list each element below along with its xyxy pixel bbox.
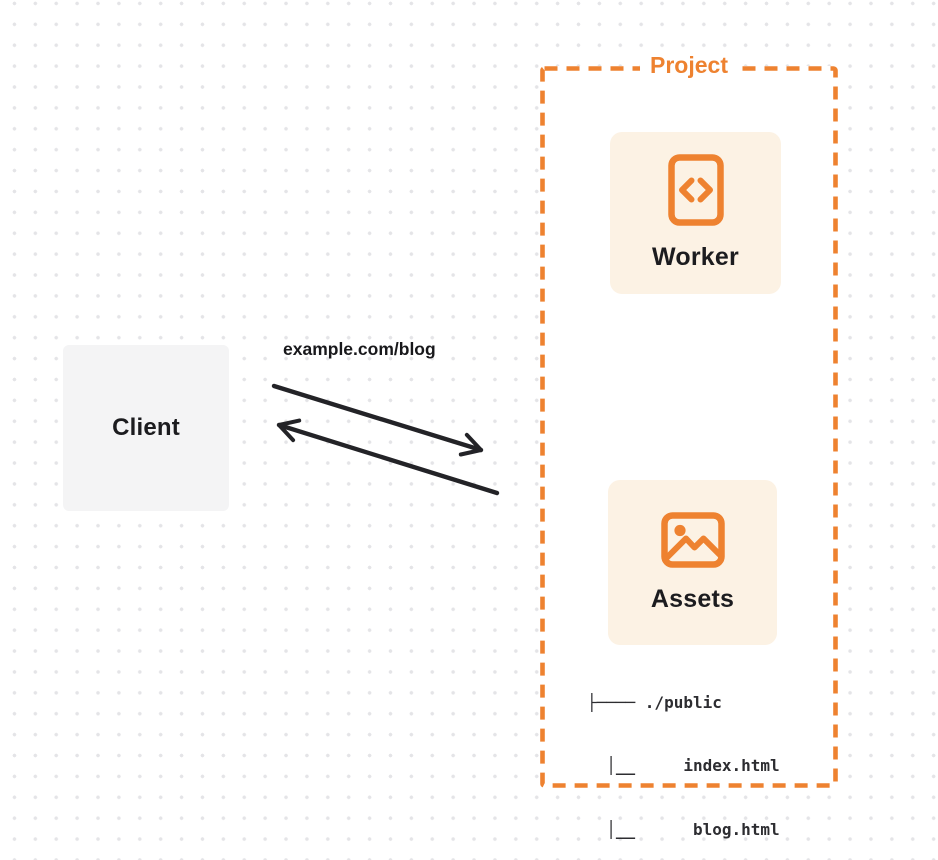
assets-label: Assets: [650, 584, 735, 613]
project-container: Project Worker Assets ├──── ./public │__…: [540, 50, 838, 839]
client-node: Client: [63, 345, 229, 511]
file-tree-line-public: ├──── ./public: [587, 692, 722, 712]
assets-file-tree: ├──── ./public │__ index.html │__ blog.h…: [587, 649, 780, 860]
assets-node: Assets: [608, 480, 777, 645]
request-url-label: example.com/blog: [283, 339, 436, 359]
response-arrow: [276, 418, 500, 496]
request-arrow: [271, 383, 484, 457]
image-icon: [660, 511, 725, 568]
file-tree-line-index: │__ index.html: [587, 756, 780, 776]
client-label: Client: [112, 414, 180, 441]
file-tree-line-blog: │__ blog.html: [587, 820, 780, 840]
worker-label: Worker: [652, 243, 739, 271]
code-document-icon: [667, 154, 724, 226]
worker-node: Worker: [610, 132, 781, 294]
project-title: Project: [640, 50, 738, 80]
